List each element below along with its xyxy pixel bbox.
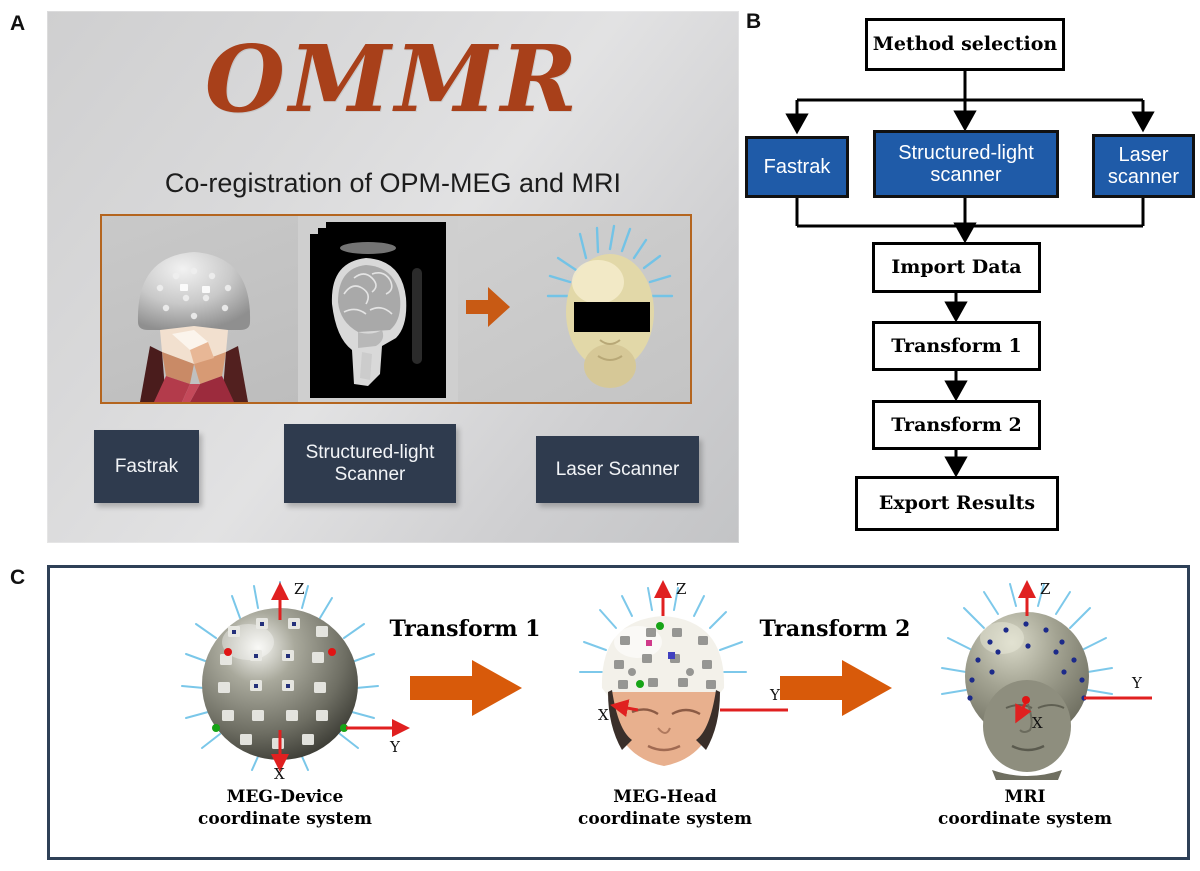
- scanned-head-svg: [137, 252, 251, 402]
- flow-node-label: Structured-light scanner: [898, 142, 1034, 186]
- stage-label-meg-device: MEG-Device coordinate system: [198, 787, 372, 830]
- panel-label-c: C: [10, 566, 26, 589]
- ommr-logo-subtitle: Co-registration of OPM-MEG and MRI: [164, 168, 622, 198]
- stage-meg-device: Z Y X MEG-Device coordinate system: [140, 568, 430, 857]
- axis-label-y: Y: [1131, 674, 1143, 692]
- transform-step-1: Transform 1: [370, 568, 560, 857]
- right-arrow-icon: [780, 660, 892, 716]
- method-chip-structured-light[interactable]: Structured-light Scanner: [284, 424, 456, 503]
- flow-node-label: Export Results: [878, 492, 1036, 515]
- axis-label-z: Z: [1040, 580, 1050, 598]
- axis-label-y: Y: [389, 738, 401, 756]
- flow-node-label: Method selection: [872, 33, 1058, 56]
- transform-1-arrow: [370, 656, 560, 720]
- axis-label-x: X: [1032, 714, 1043, 732]
- right-arrow-icon: [410, 660, 522, 716]
- panel-a-overview: OMMR Co-registration of OPM-MEG and MRI: [47, 11, 739, 543]
- transform-2-label: Transform 2: [759, 616, 911, 642]
- orange-arrow-icon: [466, 287, 510, 327]
- axis-label-z: Z: [676, 580, 686, 598]
- flow-node-label: Import Data: [891, 256, 1022, 279]
- stage-mri: Z Y X MRI coordinate system: [880, 568, 1170, 857]
- transform-2-arrow: [740, 656, 930, 720]
- method-chip-fastrak[interactable]: Fastrak: [94, 430, 199, 503]
- transform-step-2: Transform 2: [740, 568, 930, 857]
- method-chip-label: Laser Scanner: [555, 458, 680, 480]
- opm-helmet-sensor-array-svg: Z Y X: [181, 580, 410, 780]
- coregistered-head-image: [458, 216, 690, 402]
- mri-sagittal-slice: [310, 234, 430, 398]
- scanned-head-image: [102, 216, 298, 402]
- flow-node-structured-light-scanner[interactable]: Structured-light scanner: [873, 130, 1059, 198]
- transform-1-label: Transform 1: [389, 616, 541, 642]
- flow-node-export-results[interactable]: Export Results: [855, 476, 1059, 531]
- panel-c-coordinate-pipeline: Z Y X MEG-Device coordinate system Trans…: [47, 565, 1190, 860]
- panel-b-flowchart: Method selection Fastrak Structured-ligh…: [745, 10, 1195, 550]
- flow-node-laser-scanner[interactable]: Laser scanner: [1092, 134, 1195, 198]
- flow-node-label: Transform 2: [891, 413, 1022, 436]
- mri-slice-stack: [304, 222, 452, 398]
- flow-node-fastrak[interactable]: Fastrak: [745, 136, 849, 198]
- stage-meg-head: Z Y X MEG-Head coordinate system: [520, 568, 810, 857]
- stage-label-meg-head: MEG-Head coordinate system: [578, 787, 752, 830]
- flow-node-import-data[interactable]: Import Data: [872, 242, 1041, 293]
- flow-node-transform-1[interactable]: Transform 1: [872, 321, 1041, 371]
- flow-node-label: Transform 1: [891, 334, 1022, 357]
- flow-node-label: Fastrak: [763, 156, 831, 178]
- flow-node-transform-2[interactable]: Transform 2: [872, 400, 1041, 450]
- subject-wearing-helmet-svg: Z Y X: [579, 580, 788, 766]
- flow-node-method-selection[interactable]: Method selection: [865, 18, 1065, 71]
- method-chip-label: Fastrak: [114, 455, 179, 477]
- axis-label-y: Y: [769, 686, 781, 704]
- ommr-logo-wordmark: OMMR: [204, 25, 582, 133]
- panel-a-image-strip: [100, 214, 692, 404]
- mri-stack-image: [298, 216, 458, 402]
- flow-node-label: Laser scanner: [1107, 144, 1180, 188]
- mri-head-surface-svg: Z Y X: [941, 580, 1152, 780]
- result-head-svg: [466, 224, 674, 388]
- method-chip-label: Structured-light Scanner: [305, 441, 435, 485]
- axis-label-x: X: [274, 765, 285, 780]
- panel-label-b: B: [746, 10, 762, 33]
- stage-label-mri: MRI coordinate system: [938, 787, 1112, 830]
- axis-label-x: X: [598, 706, 609, 724]
- method-chip-laser-scanner[interactable]: Laser Scanner: [536, 436, 699, 503]
- panel-label-a: A: [10, 12, 26, 35]
- axis-label-z: Z: [294, 580, 304, 598]
